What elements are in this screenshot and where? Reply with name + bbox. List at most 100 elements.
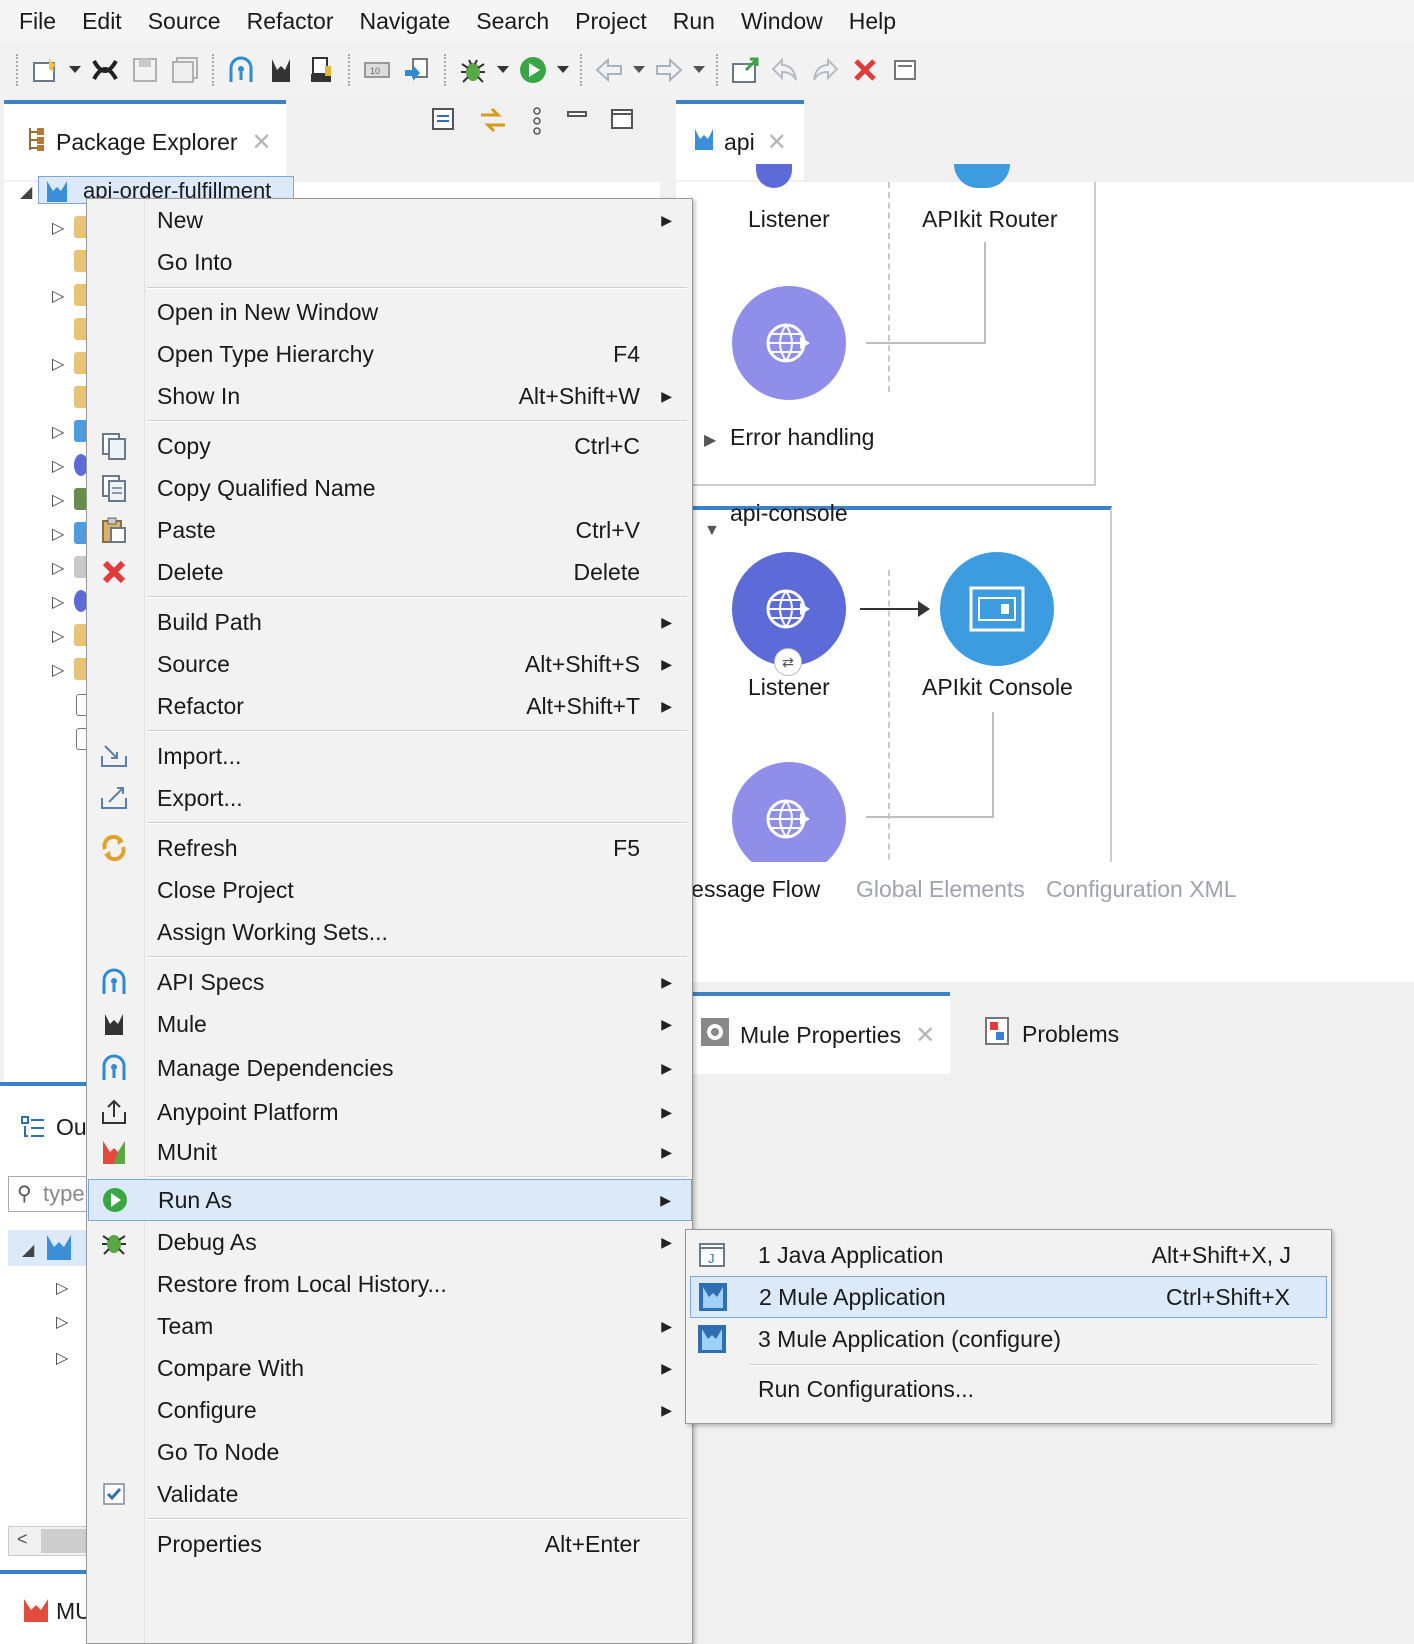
expanded-arrow-icon[interactable]: ◢ <box>22 1242 35 1259</box>
tab-global-elements[interactable]: Global Elements <box>856 876 1025 902</box>
debug-dropdown-icon[interactable] <box>494 51 512 89</box>
expanded-arrow-icon[interactable]: ◢ <box>20 184 33 201</box>
outline-tab-label[interactable]: Ou <box>56 1114 87 1140</box>
collapsed-arrow-icon[interactable]: ▷ <box>52 288 65 305</box>
collapsed-arrow-icon[interactable]: ▷ <box>52 662 65 679</box>
close-icon[interactable]: ✕ <box>915 1021 936 1049</box>
redo-icon[interactable] <box>806 51 844 89</box>
menu-item-import[interactable]: Import... <box>88 735 692 777</box>
collapsed-arrow-icon[interactable]: ▷ <box>56 1314 69 1331</box>
tab-configuration-xml[interactable]: Configuration XML <box>1046 876 1237 902</box>
menu-help[interactable]: Help <box>848 7 897 34</box>
scroll-left-icon[interactable]: < <box>17 1529 28 1549</box>
collapsed-arrow-icon[interactable]: ▷ <box>52 458 65 475</box>
menu-item-validate[interactable]: Validate <box>88 1473 692 1515</box>
new-icon[interactable] <box>26 51 64 89</box>
menu-item-run-configurations[interactable]: Run Configurations... <box>690 1368 1327 1410</box>
menu-edit[interactable]: Edit <box>82 7 122 34</box>
save-icon[interactable] <box>126 51 164 89</box>
tab-mule-properties[interactable]: Mule Properties ✕ <box>686 992 950 1074</box>
exchange-icon[interactable] <box>302 51 340 89</box>
menu-item-new[interactable]: New▶ <box>88 199 692 241</box>
menu-source[interactable]: Source <box>147 7 221 34</box>
collapsed-arrow-icon[interactable]: ▷ <box>52 220 65 237</box>
close-icon[interactable]: ✕ <box>251 128 272 156</box>
menu-item-api-specs[interactable]: API Specs▶ <box>88 961 692 1003</box>
open-perspective-icon[interactable] <box>726 51 764 89</box>
tab-package-explorer[interactable]: Package Explorer ✕ <box>4 100 286 180</box>
delete-icon[interactable] <box>846 51 884 89</box>
save-all-icon[interactable] <box>166 51 204 89</box>
menu-item-anypoint-platform[interactable]: Anypoint Platform▶ <box>88 1091 692 1133</box>
run-dropdown-icon[interactable] <box>554 51 572 89</box>
menu-item-assign-working-sets[interactable]: Assign Working Sets... <box>88 911 692 953</box>
view-menu-icon[interactable] <box>530 106 544 142</box>
collapsed-arrow-icon[interactable]: ▷ <box>52 492 65 509</box>
publish-icon[interactable] <box>398 51 436 89</box>
collapsed-arrow-icon[interactable]: ▷ <box>56 1280 69 1297</box>
deploy-icon[interactable]: 10 <box>358 51 396 89</box>
menu-item-build-path[interactable]: Build Path▶ <box>88 601 692 643</box>
tab-problems[interactable]: Problems <box>984 996 1119 1072</box>
error-response-node[interactable] <box>732 286 846 400</box>
menu-item-munit[interactable]: MUnit▶ <box>88 1131 692 1173</box>
menu-navigate[interactable]: Navigate <box>359 7 451 34</box>
horizontal-scrollbar[interactable]: < <box>8 1526 99 1556</box>
collapse-flow-icon[interactable]: ▼ <box>704 522 720 539</box>
link-with-editor-icon[interactable] <box>478 106 508 142</box>
menu-item-export[interactable]: Export... <box>88 777 692 819</box>
menu-item-manage-dependencies[interactable]: Manage Dependencies▶ <box>88 1047 692 1089</box>
menu-project[interactable]: Project <box>575 7 647 34</box>
menu-item-open-in-new-window[interactable]: Open in New Window <box>88 291 692 333</box>
collapsed-arrow-icon[interactable]: ▷ <box>52 560 65 577</box>
maximize-icon[interactable] <box>610 106 634 142</box>
menu-search[interactable]: Search <box>476 7 550 34</box>
collapsed-arrow-icon[interactable]: ▷ <box>52 526 65 543</box>
menu-item-debug-as[interactable]: Debug As▶ <box>88 1221 692 1263</box>
menu-item-copy-qualified-name[interactable]: Copy Qualified Name <box>88 467 692 509</box>
menu-file[interactable]: File <box>19 7 57 34</box>
error-response-node[interactable] <box>732 762 846 876</box>
menu-item-team[interactable]: Team▶ <box>88 1305 692 1347</box>
new-dropdown-icon[interactable] <box>66 51 84 89</box>
bottom-tab[interactable]: MU <box>0 1570 92 1644</box>
menu-item-configure[interactable]: Configure▶ <box>88 1389 692 1431</box>
expand-arrow-icon[interactable]: ▶ <box>704 432 717 449</box>
run-icon[interactable] <box>514 51 552 89</box>
collapsed-arrow-icon[interactable]: ▷ <box>56 1350 69 1367</box>
back-dropdown-icon[interactable] <box>630 51 648 89</box>
collapsed-arrow-icon[interactable]: ▷ <box>52 594 65 611</box>
collapsed-arrow-icon[interactable]: ▷ <box>52 356 65 373</box>
back-arrow-icon[interactable] <box>590 51 628 89</box>
api-spec-icon[interactable] <box>222 51 260 89</box>
debug-icon[interactable] <box>454 51 492 89</box>
menu-item-mule-application-configure[interactable]: 3 Mule Application (configure) <box>690 1318 1327 1360</box>
undo-icon[interactable] <box>766 51 804 89</box>
collapse-all-icon[interactable] <box>430 106 456 142</box>
menu-item-mule[interactable]: Mule▶ <box>88 1003 692 1045</box>
minimize-icon[interactable] <box>566 106 588 142</box>
apikit-console-node[interactable] <box>940 552 1054 666</box>
menu-item-go-to-node[interactable]: Go To Node <box>88 1431 692 1473</box>
close-icon[interactable]: ✕ <box>766 128 787 156</box>
menu-item-compare-with[interactable]: Compare With▶ <box>88 1347 692 1389</box>
forward-dropdown-icon[interactable] <box>690 51 708 89</box>
listener-node[interactable] <box>732 552 846 666</box>
collapsed-arrow-icon[interactable]: ▷ <box>52 424 65 441</box>
menu-item-close-project[interactable]: Close Project <box>88 869 692 911</box>
forward-arrow-icon[interactable] <box>650 51 688 89</box>
tab-message-flow[interactable]: Message Flow <box>672 876 821 902</box>
menu-refactor[interactable]: Refactor <box>246 7 334 34</box>
mule-icon[interactable] <box>262 51 300 89</box>
